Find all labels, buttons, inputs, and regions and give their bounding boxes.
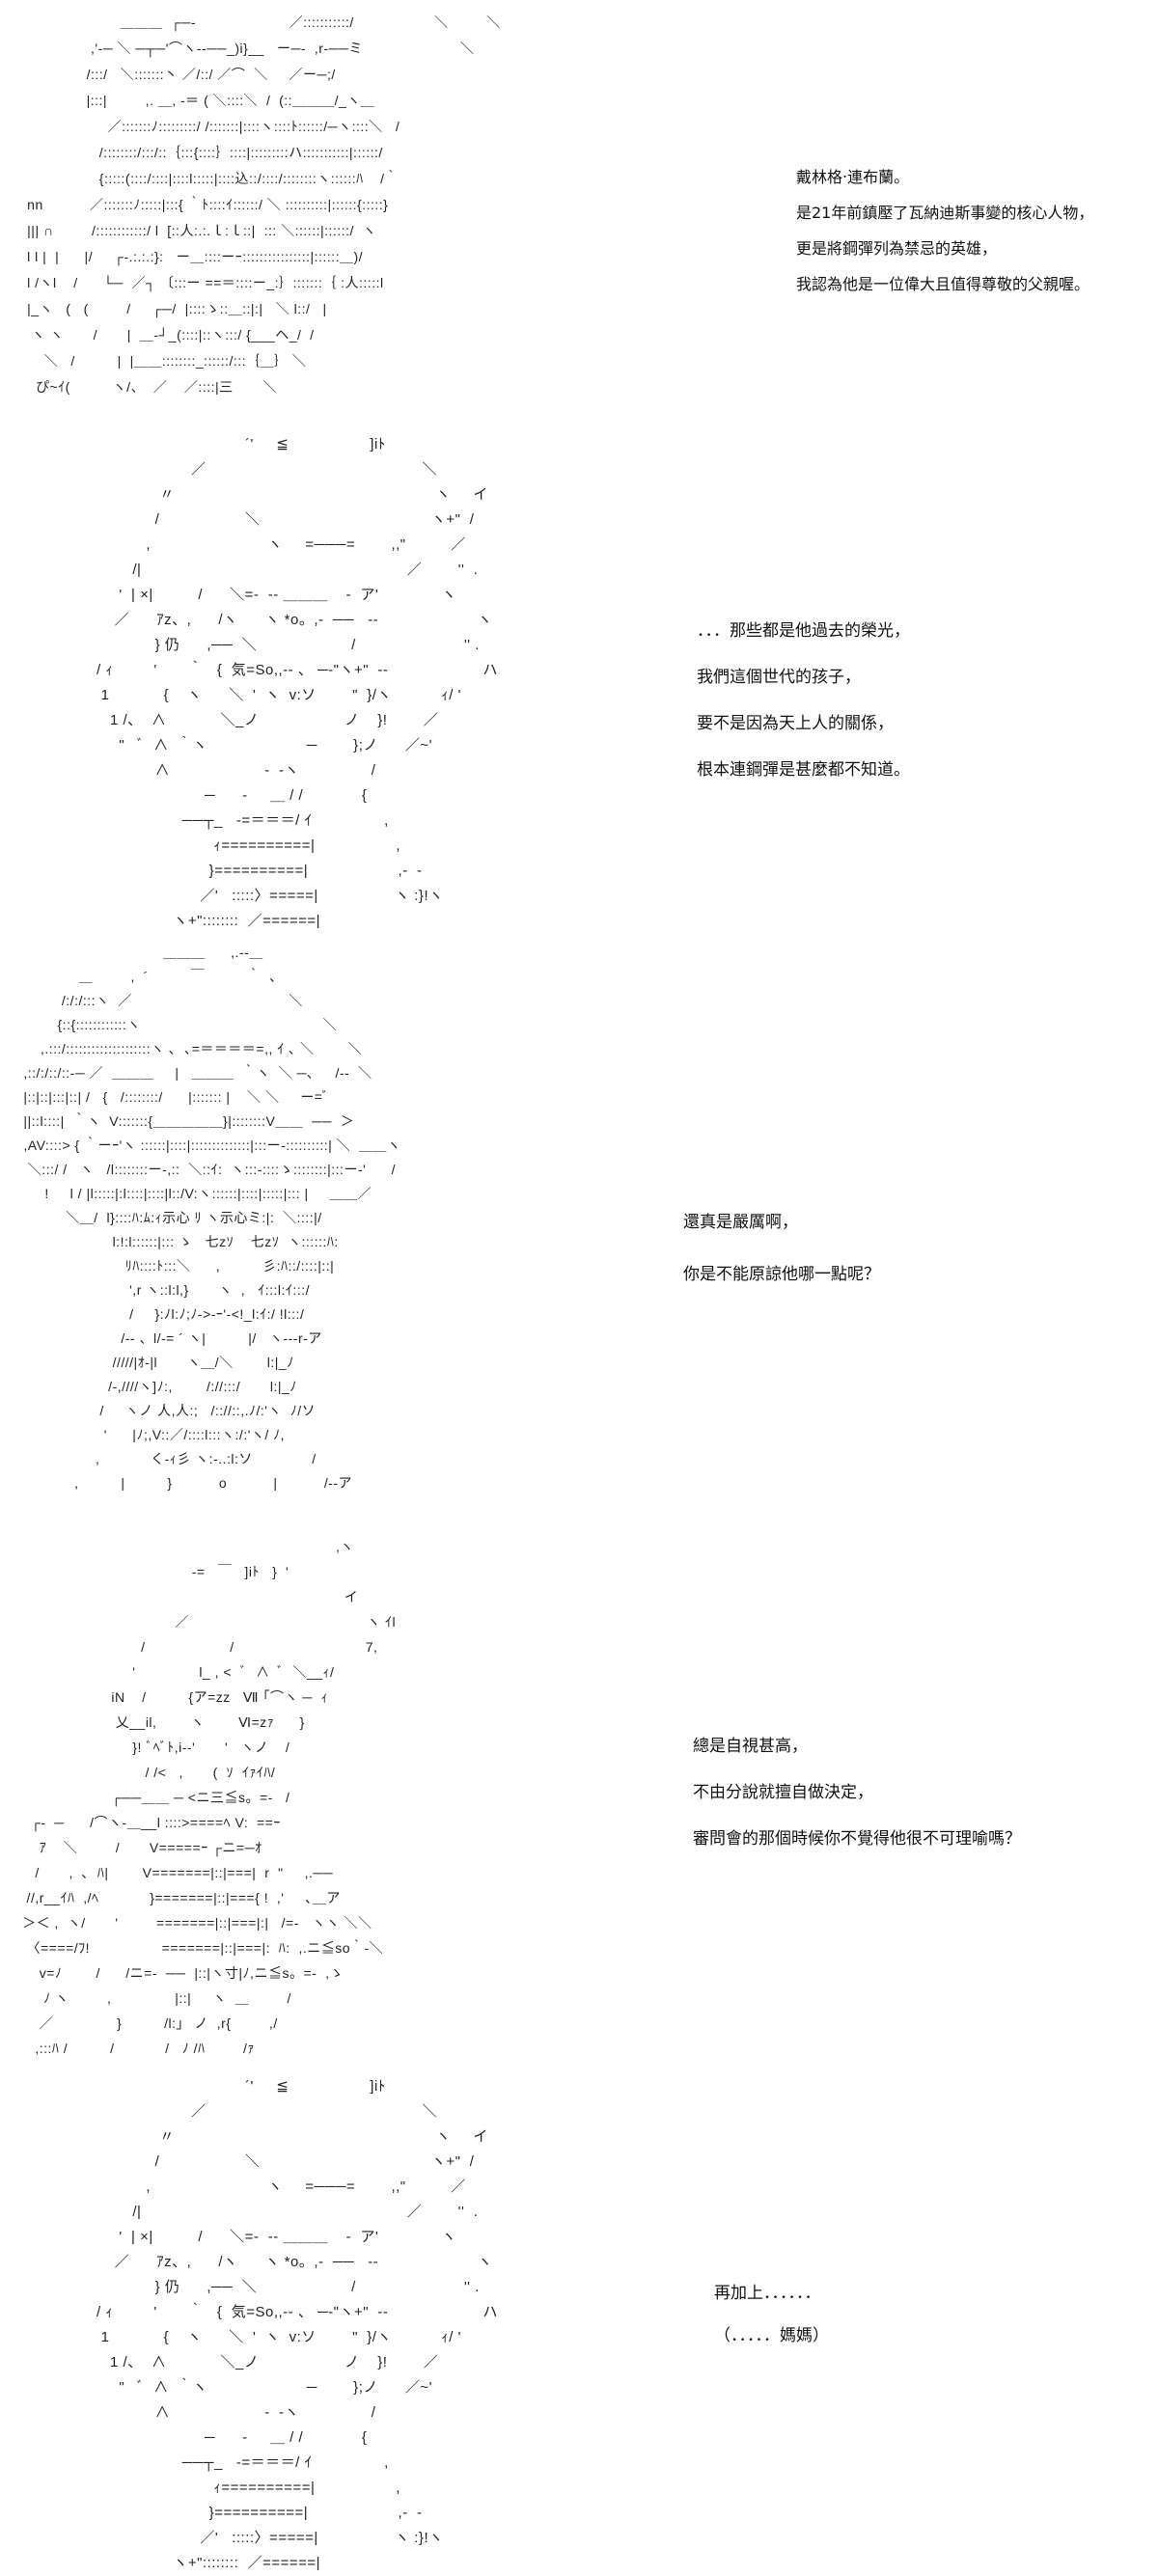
dialogue-line: 還真是嚴厲啊， — [683, 1213, 798, 1232]
dialogue-line: 是21年前鎮壓了瓦納迪斯事變的核心人物， — [796, 204, 1094, 222]
dialogue-line: 你是不能原諒他哪一點呢？ — [683, 1265, 880, 1284]
dialogue-line: 我認為他是一位偉大且值得尊敬的父親喔。 — [796, 275, 1090, 293]
dialogue-block-2: ．．．那些都是他過去的榮光， 我們這個世代的孩子， 要不是因為天上人的關係， 根… — [697, 608, 910, 793]
dialogue-line: 不由分說就擅自做決定， — [693, 1783, 873, 1802]
dialogue-block-3: 還真是嚴厲啊， 你是不能原諒他哪一點呢？ — [683, 1196, 880, 1301]
dialogue-line: 再加上．．．．．． — [714, 2284, 821, 2303]
ascii-art-panel-5: ´' ≦ ]iﾄ ／ ＼ 〃 ヽ イ / — [96, 2078, 498, 2571]
dialogue-line: （．．．．．媽媽） — [714, 2326, 829, 2345]
ascii-art-panel-3: ＿＿＿ ,.--＿ ＿ , ´ ￣ ｀ ､ /:/:/:::ヽ ／ ＼ {::{… — [23, 945, 401, 1491]
dialogue-line: 要不是因為天上人的關係， — [697, 714, 894, 733]
dialogue-line: 更是將鋼彈列為禁忌的英雄， — [796, 239, 998, 258]
dialogue-line: 審問會的那個時候你不覺得他很不可理喻嗎？ — [693, 1829, 1021, 1849]
ascii-art-panel-1: ＿＿＿ ┌─‐ ／:::::::::::/ ＼ ＼ ,'‐─ ＼ ─┬─'⌒ヽ-… — [27, 14, 501, 395]
dialogue-line: 總是自視甚高， — [693, 1737, 808, 1756]
dialogue-line: 根本連鋼彈是甚麼都不知道。 — [697, 760, 910, 780]
dialogue-block-5: 再加上．．．．．． （．．．．．媽媽） — [714, 2272, 829, 2357]
dialogue-line: ．．．那些都是他過去的榮光， — [697, 621, 910, 641]
dialogue-block-4: 總是自視甚高， 不由分說就擅自做決定， 審問會的那個時候你不覺得他很不可理喻嗎？ — [693, 1723, 1021, 1862]
ascii-art-panel-4: ,ヽ -= ￣ ]iﾄ } ' イ ／ — [22, 1539, 397, 2056]
dialogue-line: 戴林格‧連布蘭。 — [796, 168, 910, 186]
ascii-art-panel-2: ´' ≦ ]iﾄ ／ ＼ 〃 ヽ イ / — [96, 436, 498, 929]
dialogue-line: 我們這個世代的孩子， — [697, 668, 861, 687]
dialogue-block-1: 戴林格‧連布蘭。 是21年前鎮壓了瓦納迪斯事變的核心人物， 更是將鋼彈列為禁忌的… — [796, 159, 1093, 302]
